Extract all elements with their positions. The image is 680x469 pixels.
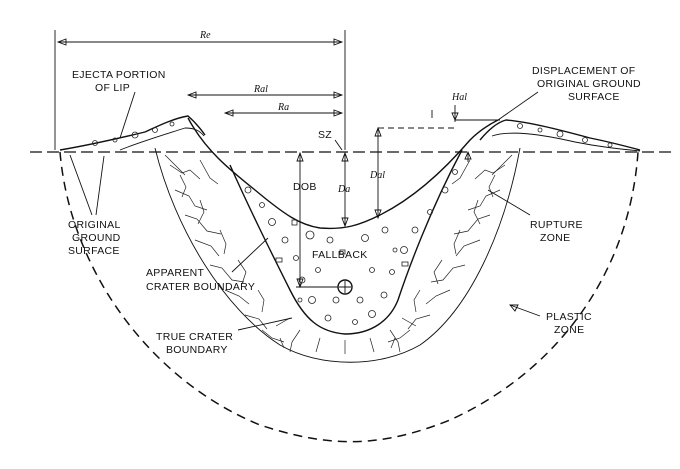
ejecta-lip-right-inner — [491, 132, 641, 152]
plastic-zone-boundary — [59, 151, 639, 443]
apparent-crater-surface — [187, 117, 499, 230]
ral-dimension — [186, 91, 344, 99]
plastic-arrowhead — [509, 304, 519, 312]
dal-label: Dal — [369, 170, 385, 181]
true-crater-boundary — [229, 149, 463, 335]
plastic-label-line2: ZONE — [554, 324, 584, 336]
re-dimension — [54, 30, 346, 150]
ejecta-label-line2: OF LIP — [95, 82, 130, 94]
ejecta-lip-left — [59, 115, 206, 151]
sz-leader — [334, 139, 343, 151]
da-dimension — [341, 151, 349, 228]
true-label-line1: TRUE CRATER — [156, 331, 233, 343]
hal-dimension — [378, 105, 500, 162]
plastic-label-line1: PLASTIC — [546, 311, 592, 323]
displacement-label-line2: ORIGINAL GROUND — [537, 78, 641, 90]
ra-dimension — [223, 109, 344, 117]
displacement-label-line3: SURFACE — [568, 91, 620, 103]
re-label: Re — [199, 30, 211, 41]
original-label-line3: SURFACE — [68, 245, 120, 257]
true-leader — [237, 317, 293, 331]
true-label-line2: BOUNDARY — [166, 344, 228, 356]
apparent-label-line1: APPARENT — [146, 267, 205, 279]
dal-dimension — [374, 126, 382, 220]
rupture-cracks-left — [164, 154, 285, 349]
ejecta-pebbles — [92, 121, 613, 148]
apparent-leader — [231, 237, 269, 273]
rupture-label-line1: RUPTURE — [530, 219, 583, 231]
apparent-label-line2: CRATER BOUNDARY — [146, 281, 255, 293]
rupture-label-line2: ZONE — [540, 232, 570, 244]
ejecta-label-line1: EJECTA PORTION — [72, 69, 166, 81]
rupture-cracks-right — [387, 154, 513, 349]
rupture-cracks-bottom — [275, 317, 417, 354]
charge-cross — [339, 281, 351, 293]
original-label-line2: GROUND — [72, 232, 121, 244]
ra-label: Ra — [277, 102, 289, 113]
rupture-zone-boundary — [154, 147, 521, 363]
ral-label: Ral — [253, 84, 268, 95]
ejecta-leader — [119, 91, 136, 139]
displacement-label-line1: DISPLACEMENT OF — [532, 65, 636, 77]
displacement-leader — [497, 91, 539, 121]
original-label-line1: ORIGINAL — [68, 219, 121, 231]
dob-dimension — [296, 151, 338, 289]
sz-label: SZ — [318, 129, 332, 141]
fallback-pebbles — [244, 169, 458, 325]
original-leader-b — [95, 155, 105, 216]
original-leader-a — [69, 154, 93, 216]
da-label: Da — [337, 184, 350, 195]
dob-label: DOB — [293, 181, 317, 193]
ejecta-lip-right — [479, 119, 641, 151]
ejecta-lip-left-inner — [119, 127, 205, 151]
rupture-leader — [487, 189, 531, 216]
fallback-label: FALLBACK — [312, 249, 368, 261]
plastic-leader — [509, 304, 541, 317]
hal-label: Hal — [451, 92, 467, 103]
